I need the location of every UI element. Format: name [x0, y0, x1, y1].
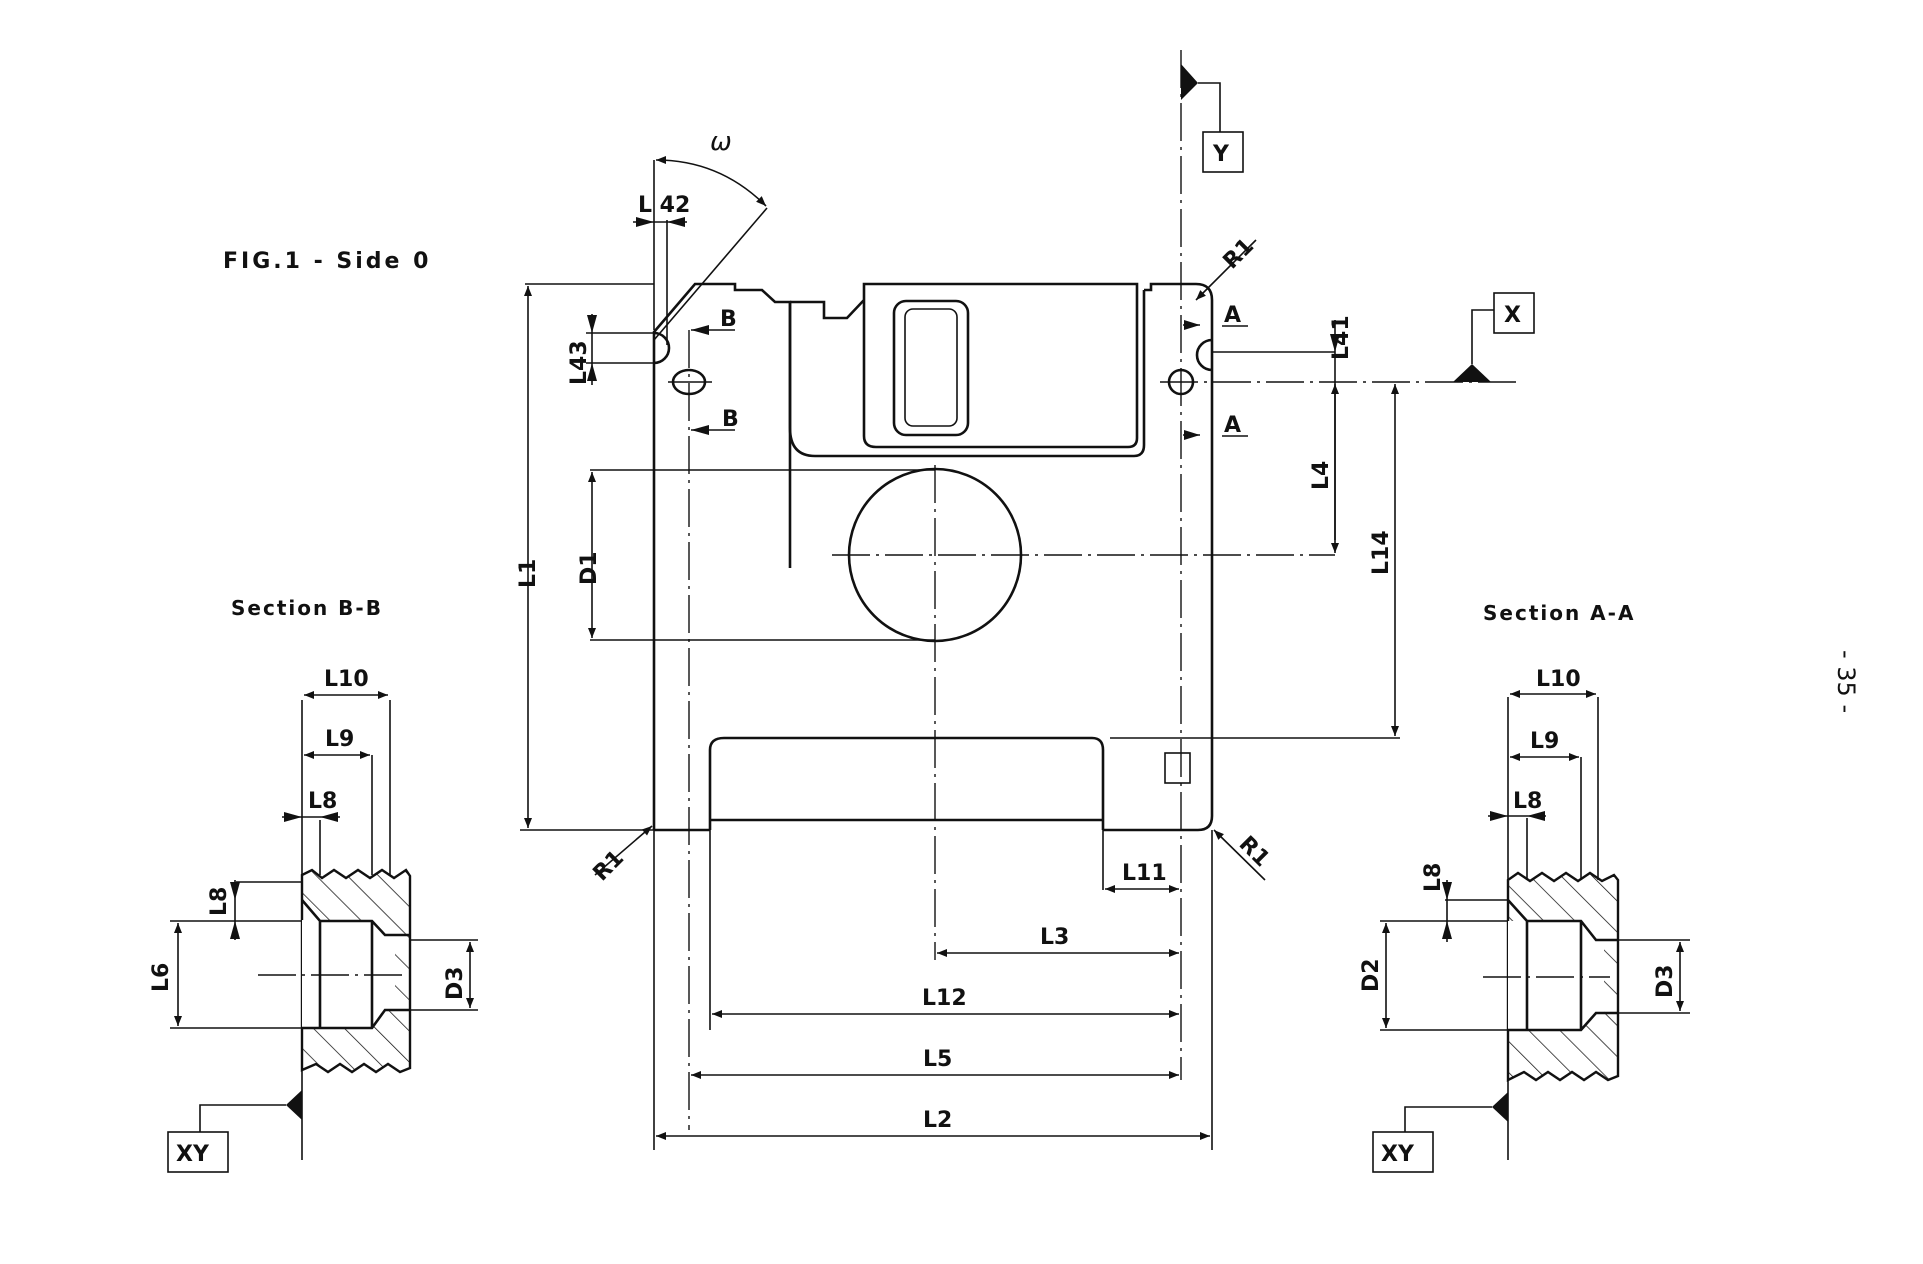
section-b-l8h-label: L8: [308, 789, 337, 814]
l4-label: L4: [1309, 461, 1334, 490]
r1-top-label: R1: [1219, 234, 1259, 274]
section-a-d3-label: D3: [1653, 964, 1678, 998]
section-marker-b-bottom: B: [722, 407, 739, 432]
section-b-datum-xy: XY: [176, 1142, 210, 1167]
section-a-l9-label: L9: [1530, 729, 1559, 754]
page-number: - 35 -: [1832, 650, 1860, 713]
l2-label: L2: [923, 1108, 952, 1133]
l1-label: L1: [516, 559, 541, 588]
section-b-d3-label: D3: [443, 966, 468, 1000]
datum-x-label: X: [1504, 303, 1521, 328]
center-lines: [668, 50, 1520, 1130]
r1-bottom-right-label: R1: [1234, 832, 1274, 872]
figure-title: FIG.1 - Side 0: [223, 249, 431, 274]
section-a-l8v-label: L8: [1421, 863, 1446, 892]
section-a-l8h-label: L8: [1513, 789, 1542, 814]
dimension-lines: [520, 156, 1400, 1150]
section-a-a: Section A-A XY L1: [1359, 601, 1690, 1173]
section-a-l10-label: L10: [1536, 667, 1581, 692]
d1-label: D1: [577, 551, 602, 585]
section-b-b: Section B-B XY: [149, 596, 478, 1173]
dimension-labels: ω L 42 L43 L41 L1 D1 L4 L14 L11 L3 L12 L…: [516, 127, 1394, 1133]
l11-label: L11: [1122, 861, 1167, 886]
datum-y-label: Y: [1212, 142, 1230, 167]
angle-omega-label: ω: [710, 127, 732, 157]
l14-label: L14: [1369, 530, 1394, 575]
l5-label: L5: [923, 1047, 952, 1072]
section-a-title: Section A-A: [1483, 601, 1635, 625]
section-b-l10-label: L10: [324, 667, 369, 692]
l3-label: L3: [1040, 925, 1069, 950]
section-b-l6-label: L6: [149, 963, 174, 992]
section-marker-a-top: A: [1224, 303, 1241, 328]
datum-y: Y: [1181, 64, 1244, 173]
l12-label: L12: [922, 986, 967, 1011]
section-a-datum-xy: XY: [1381, 1142, 1415, 1167]
section-marker-a-bottom: A: [1224, 413, 1241, 438]
section-b-l9-label: L9: [325, 727, 354, 752]
disk-outline: [652, 282, 1214, 832]
l41-label: L41: [1329, 315, 1354, 360]
l42-label: L 42: [638, 193, 690, 218]
section-a-d2-label: D2: [1359, 958, 1384, 992]
section-b-l8v-label: L8: [207, 887, 232, 916]
l43-label: L43: [567, 340, 592, 385]
section-b-title: Section B-B: [231, 596, 383, 620]
section-marker-b-top: B: [720, 307, 737, 332]
datum-x: X: [1453, 292, 1535, 382]
